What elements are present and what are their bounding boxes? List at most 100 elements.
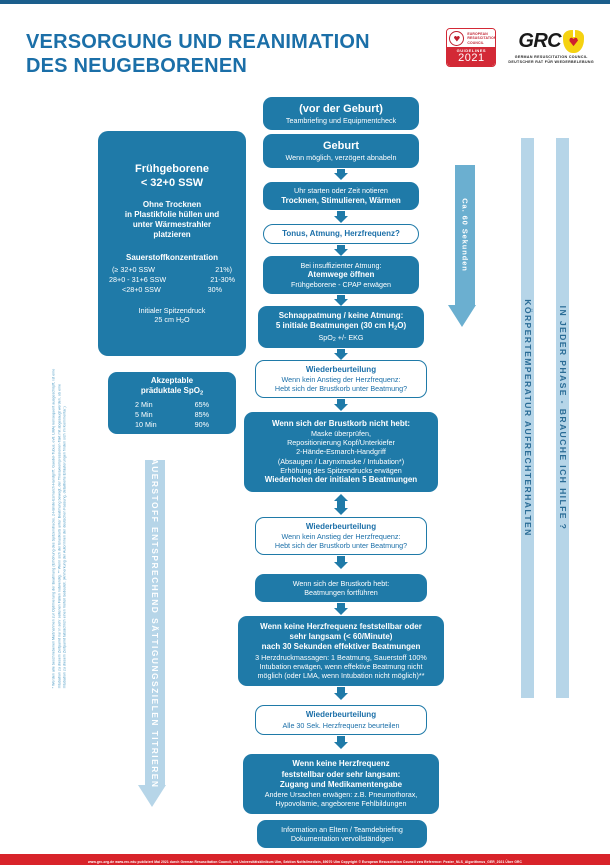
box-open-airway: Bei insuffizienter Atmung: Atemwege öffn… — [263, 256, 419, 294]
erc-logo-words: EUROPEAN RESUSCITATION COUNCIL — [467, 32, 495, 45]
peak-pressure-line1: Initialer Spitzendruck — [138, 305, 206, 315]
oxygen-table: (≥ 32+0 SSW 21%) 28+0 - 31+6 SSW 21-30% … — [108, 265, 236, 296]
spo2-row-2-value: 90% — [194, 419, 209, 429]
box-assess-tone: Tonus, Atmung, Herzfrequenz? — [263, 224, 419, 244]
nochestrise-line5: Erhöhung des Spitzendrucks erwägen — [280, 465, 402, 475]
airway-line3: Frühgeborene - CPAP erwägen — [290, 280, 392, 290]
airway-line2: Atemwege öffnen — [307, 269, 375, 279]
top-rule — [0, 0, 610, 4]
oxygen-row-1-range: 28+0 - 31+6 SSW — [109, 275, 167, 285]
reassess1-title: Wiederbeurteilung — [305, 364, 377, 374]
preterm-body-line4: platzieren — [153, 230, 191, 240]
nochestrise-title: Wenn sich der Brustkorb nicht hebt: — [271, 418, 411, 428]
box-reassess-3: Wiederbeurteilung Alle 30 Sek. Herzfrequ… — [255, 705, 427, 735]
arrow-reassess3-to-access — [334, 736, 348, 749]
compressions-title-line2: sehr langsam (< 60/Minute) — [289, 632, 393, 642]
erc-logo-line1: EUROPEAN — [467, 32, 488, 37]
grc-wordmark: GRC — [518, 30, 562, 53]
logo-group: EUROPEAN RESUSCITATION COUNCIL GUIDELINE… — [446, 28, 594, 67]
arrow-oxygen-titrate-label: SAUERSTOFF ENTSPRECHEND SÄTTIGUNGSZIELEN… — [150, 451, 160, 789]
arrow-breaths-to-reassess1 — [334, 349, 348, 360]
nochestrise-line6: Wiederholen der initialen 5 Beatmungen — [264, 475, 418, 485]
compressions-title-line3: nach 30 Sekunden effektiver Beatmungen — [261, 642, 421, 652]
spo2-row: 2 Min 65% — [135, 400, 209, 410]
reassess2-title: Wiederbeurteilung — [305, 521, 377, 531]
access-line1: Andere Ursachen erwägen: z.B. Pneumothor… — [264, 790, 418, 800]
clock-line2: Trocknen, Stimulieren, Wärmen — [281, 195, 401, 205]
nochestrise-line1: Maske überprüfen, — [311, 428, 371, 438]
nochestrise-line2: Repositionierung Kopf/Unterkiefer — [287, 438, 395, 448]
reassess2-line1: Wenn kein Anstieg der Herzfrequenz: — [281, 531, 401, 541]
oxygen-row: <28+0 SSW 30% — [108, 285, 236, 295]
preterm-title-line1: Frühgeborene — [135, 162, 209, 175]
arrow-reassess1-to-nochestrise — [334, 399, 348, 411]
box-chest-rises: Wenn sich der Brustkorb hebt: Beatmungen… — [255, 574, 427, 602]
erc-logo-line3: COUNCIL — [467, 40, 484, 45]
chestrises-line1: Wenn sich der Brustkorb hebt: — [292, 578, 390, 588]
erc-heart-icon — [449, 31, 465, 46]
box-reassess-1: Wiederbeurteilung Wenn kein Anstieg der … — [255, 360, 427, 398]
strip-koerpertemperatur: KÖRPERTEMPERATUR AUFRECHTERHALTEN — [521, 138, 534, 698]
airway-line1: Bei insuffizienter Atmung: — [300, 260, 382, 270]
spo2-row: 10 Min 90% — [135, 420, 209, 430]
reassess1-line2: Hebt sich der Brustkorb unter Beatmung? — [274, 384, 408, 394]
arrow-oxygen-titrate: SAUERSTOFF ENTSPRECHEND SÄTTIGUNGSZIELEN… — [138, 452, 166, 807]
spo2-title-line1: Akzeptable — [150, 376, 194, 386]
breaths-line1: Schnappatmung / keine Atmung: — [278, 310, 404, 320]
birth-title: Geburt — [322, 140, 360, 153]
oxygen-row-2-range: <28+0 SSW — [122, 285, 161, 295]
compressions-title-line1: Wenn keine Herzfrequenz feststellbar ode… — [260, 621, 422, 631]
erc-logo-top: EUROPEAN RESUSCITATION COUNCIL — [447, 29, 496, 47]
oxygen-row-0-value: 21%) — [215, 264, 232, 274]
spo2-title-line2: präduktale SpO2 — [140, 386, 204, 397]
page-title: VERSORGUNG UND REANIMATION DES NEUGEBORE… — [26, 30, 416, 79]
footer-bar — [0, 854, 610, 865]
strip-hilfe: IN JEDER PHASE - BRAUCHE ICH HILFE ? — [556, 138, 569, 698]
nochestrise-line3: 2-Hände-Esmarch-Handgriff — [296, 447, 386, 457]
grc-subtitle-line1: GERMAN RESUSCITATION COUNCIL — [514, 54, 588, 59]
spo2-row-0-value: 65% — [194, 400, 209, 410]
box-access-medication: Wenn keine Herzfrequenz feststellbar ode… — [243, 754, 439, 814]
reassess3-line1: Alle 30 Sek. Herzfrequenz beurteilen — [282, 720, 400, 730]
arrow-clock-to-assess — [334, 211, 348, 223]
before-birth-title: (vor der Geburt) — [299, 102, 383, 115]
strip-koerpertemperatur-label: KÖRPERTEMPERATUR AUFRECHTERHALTEN — [522, 299, 533, 537]
spo2-row: 5 Min 85% — [135, 410, 209, 420]
erc-logo: EUROPEAN RESUSCITATION COUNCIL GUIDELINE… — [446, 28, 497, 67]
access-title-line2: feststellbar oder sehr langsam: — [281, 769, 401, 779]
box-no-chest-rise: Wenn sich der Brustkorb nicht hebt: Mask… — [244, 412, 438, 492]
grc-logo-row: GRC — [518, 29, 585, 53]
arrow-compressions-to-reassess3 — [334, 687, 348, 700]
oxygen-row-2-value: 30% — [207, 285, 222, 295]
arrow-assess-to-airway — [334, 245, 348, 256]
oxygen-row-1-value: 21-30% — [210, 275, 235, 285]
clock-line1: Uhr starten oder Zeit notieren — [294, 186, 388, 196]
debrief-line1: Information an Eltern / Teamdebriefing — [281, 824, 403, 834]
spo2-row-2-time: 10 Min — [135, 419, 157, 429]
arrow-60-seconds-label: Ca. 60 Sekunden — [460, 198, 470, 272]
page-title-line2: DES NEUGEBORENEN — [26, 55, 248, 78]
arrow-airway-to-breaths — [334, 295, 348, 306]
box-compressions: Wenn keine Herzfrequenz feststellbar ode… — [238, 616, 444, 686]
compressions-line3: möglich (oder LMA, wenn Intubation nicht… — [257, 670, 425, 680]
access-title-line3: Zugang und Medikamentengabe — [279, 779, 403, 789]
box-initial-breaths: Schnappatmung / keine Atmung: 5 initiale… — [258, 306, 424, 348]
box-preterm: Frühgeborene < 32+0 SSW Ohne Trocknen in… — [98, 131, 246, 356]
box-reassess-2: Wiederbeurteilung Wenn kein Anstieg der … — [255, 517, 427, 555]
box-clock-dry: Uhr starten oder Zeit notieren Trocknen,… — [263, 182, 419, 210]
access-title-line1: Wenn keine Herzfrequenz — [292, 759, 390, 769]
assess-tone-text: Tonus, Atmung, Herzfrequenz? — [282, 228, 400, 238]
oxygen-table-title: Sauerstoffkonzentration — [125, 252, 218, 262]
page-title-line1: VERSORGUNG UND REANIMATION — [26, 31, 370, 53]
oxygen-row-0-range: (≥ 32+0 SSW — [112, 264, 155, 274]
reassess2-line2: Hebt sich der Brustkorb unter Beatmung? — [274, 541, 408, 551]
arrow-birth-to-clock — [334, 169, 348, 180]
compressions-line2: Intubation erwägen, wenn effektive Beatm… — [259, 661, 423, 671]
arrow-reassess2-to-chestrises — [334, 556, 348, 569]
oxygen-row: (≥ 32+0 SSW 21%) — [108, 265, 236, 275]
reassess1-line1: Wenn kein Anstieg der Herzfrequenz: — [281, 374, 401, 384]
breaths-line2: 5 initiale Beatmungen (30 cm H2O) — [275, 320, 407, 332]
preterm-body-line3: unter Wärmestrahler — [132, 220, 212, 230]
spo2-row-1-value: 85% — [194, 409, 209, 419]
